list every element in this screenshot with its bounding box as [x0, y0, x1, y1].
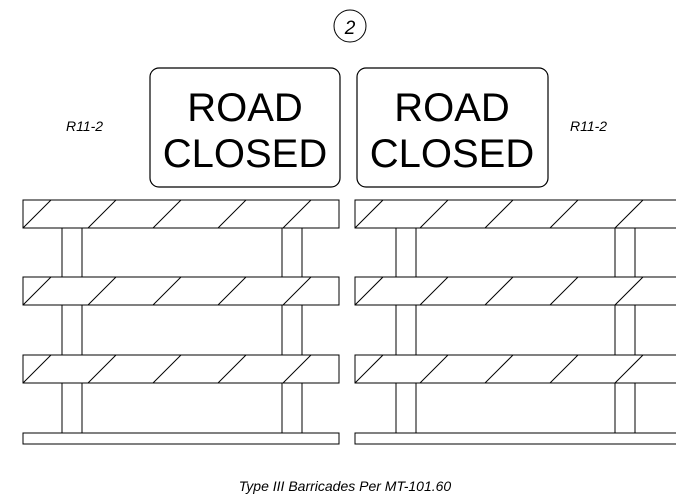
sign-left-line1: ROAD	[187, 86, 303, 130]
barricade-right-base	[354, 432, 676, 445]
barricade-left-post-1	[61, 228, 83, 436]
sign-right-line2: CLOSED	[370, 132, 535, 176]
sign-code-right: R11-2	[570, 118, 607, 134]
caption: Type III Barricades Per MT-101.60	[239, 478, 452, 494]
sign-right-line1: ROAD	[394, 86, 510, 130]
barricade-left-base	[22, 432, 340, 445]
barricade-left	[22, 199, 340, 445]
barricade-right	[354, 199, 676, 445]
barricade-right-post-1	[395, 228, 417, 436]
barricade-right-post-2	[614, 228, 636, 436]
barricade-right-rail-1	[354, 199, 676, 229]
sign-left-line2: CLOSED	[163, 132, 328, 176]
barricade-left-post-2	[281, 228, 303, 436]
barricade-left-rail-3	[22, 354, 340, 384]
callout-number: 2	[344, 18, 356, 39]
callout-circle: 2	[333, 9, 367, 43]
sign-code-left: R11-2	[66, 118, 103, 134]
road-closed-sign-right: ROAD CLOSED	[356, 67, 549, 188]
barricade-left-rail-1	[22, 199, 340, 229]
barricade-right-rail-3	[354, 354, 676, 384]
road-closed-sign-left: ROAD CLOSED	[149, 67, 341, 188]
barricade-right-rail-2	[354, 276, 676, 306]
barricade-left-rail-2	[22, 276, 340, 306]
